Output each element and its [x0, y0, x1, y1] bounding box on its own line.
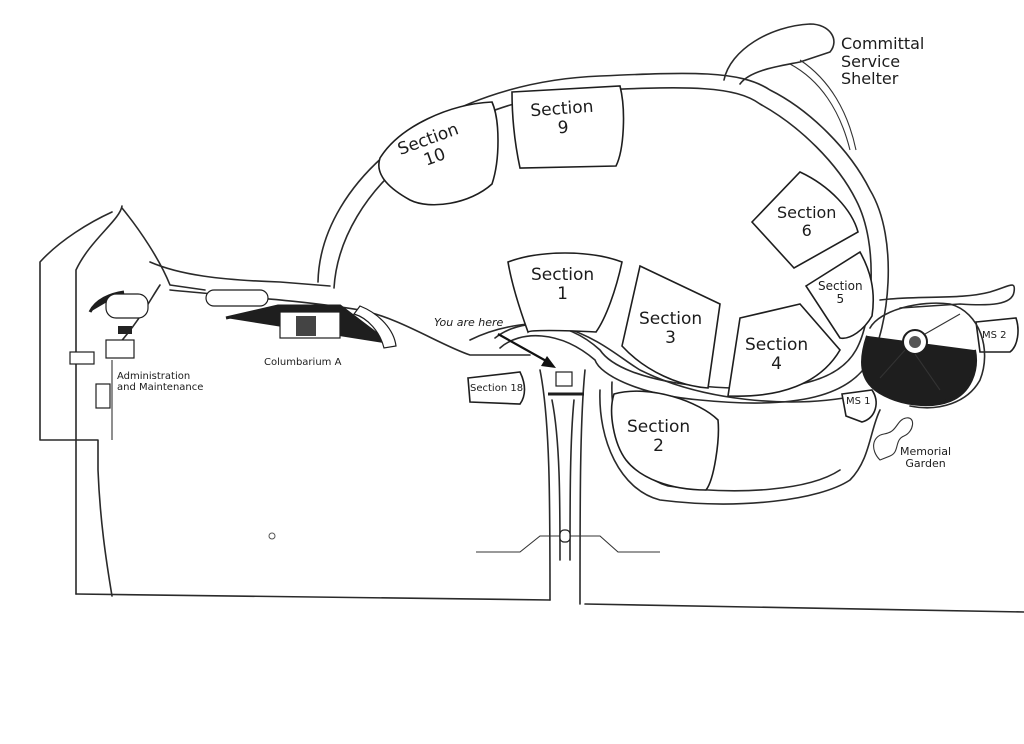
memorial-line2: Garden	[905, 457, 946, 471]
section-2-line2: 2	[653, 435, 664, 456]
section-1-line2: 1	[557, 283, 568, 304]
section-9-label: Section 9	[530, 97, 596, 140]
section-4-line1: Section	[745, 335, 809, 355]
section-1-label: Section 1	[531, 266, 594, 303]
ms1-label: MS 1	[846, 396, 871, 407]
section-4-plot	[727, 303, 841, 397]
section-4-line2: 4	[771, 353, 782, 374]
columbarium-label: Columbarium A	[264, 357, 342, 368]
section-3-line2: 3	[665, 327, 676, 348]
section-5-line1: Section	[818, 279, 863, 293]
committal-line1: Committal	[841, 34, 925, 53]
memorial-garden-label: Memorial Garden	[900, 445, 952, 471]
ms2-label: MS 2	[982, 330, 1007, 341]
committal-shelter-label: Committal Service Shelter	[841, 35, 924, 88]
section-10-plot	[378, 101, 499, 206]
section-4-label: Section 4	[745, 336, 808, 373]
memorial-circle	[861, 302, 986, 409]
plots	[378, 85, 1019, 491]
section-3-plot	[621, 264, 721, 389]
entrance-roads	[476, 369, 660, 605]
you-are-here-label: You are here	[434, 316, 504, 329]
admin-buildings	[69, 290, 149, 440]
section-5-label: Section 5	[818, 279, 863, 307]
ms1-plot	[841, 389, 877, 423]
section-18-label: Section 18	[470, 383, 524, 394]
memorial-garden-path	[873, 417, 914, 461]
section-18-plot	[467, 371, 526, 405]
admin-line1: Administration	[117, 371, 191, 382]
you-are-here-marker	[497, 333, 584, 396]
section-3-line1: Section	[639, 309, 703, 329]
committal-line2: Service	[841, 51, 901, 71]
ms2-plot	[975, 317, 1019, 353]
section-6-plot	[750, 171, 859, 270]
section-2-line1: Section	[627, 417, 691, 437]
section-2-label: Section 2	[627, 418, 690, 455]
section-1-line1: Section	[531, 265, 595, 285]
section-6-label: Section 6	[777, 204, 836, 239]
section-1-plot	[507, 252, 623, 334]
admin-label: Administration and Maintenance	[117, 371, 203, 393]
section-6-line2: 6	[801, 220, 812, 240]
memorial-line1: Memorial	[900, 445, 952, 458]
section-2-plot	[610, 390, 720, 491]
section-3-label: Section 3	[639, 310, 702, 347]
committal-line3: Shelter	[841, 69, 899, 89]
section-6-line1: Section	[777, 203, 837, 222]
section-5-line2: 5	[836, 292, 845, 307]
admin-line2: and Maintenance	[117, 382, 204, 393]
section-9-plot	[511, 85, 625, 169]
columbarium-structure	[205, 289, 397, 349]
section-5-plot	[804, 250, 875, 340]
